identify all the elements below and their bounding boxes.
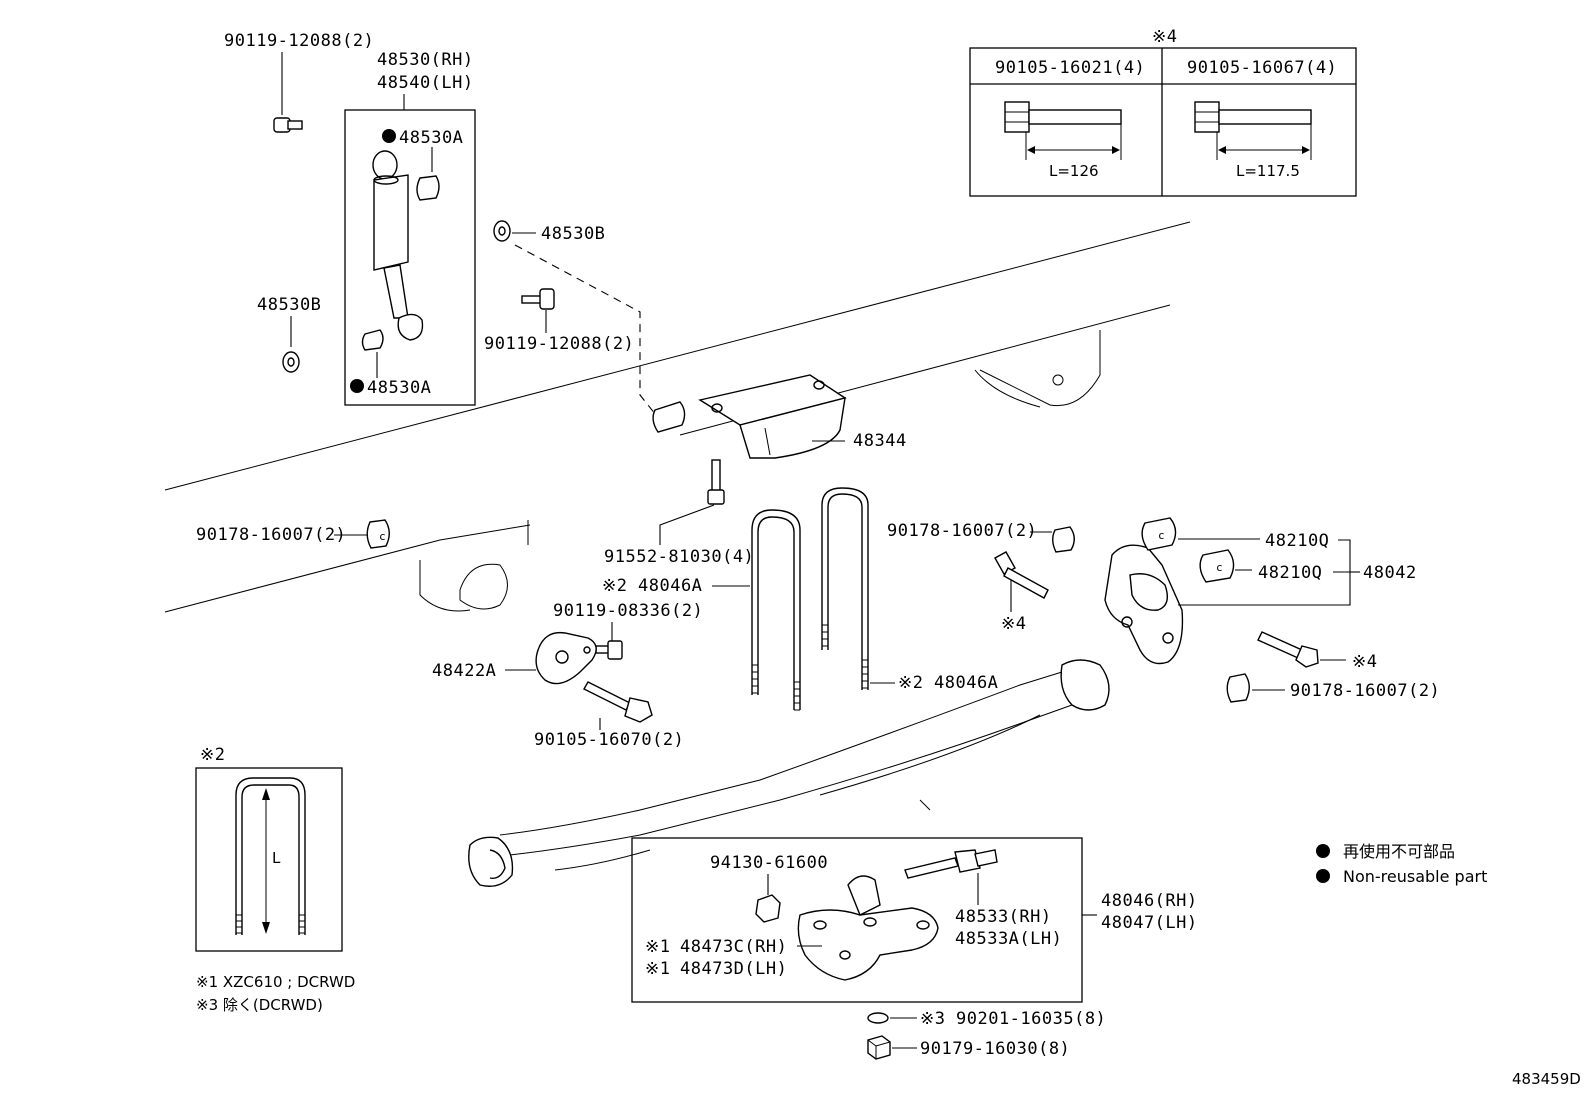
bolt-table-col2-part: 90105-16067(4) (1187, 58, 1337, 78)
bolt-mark-right: ※4 (1352, 652, 1377, 672)
bolt-mid-label: 90119-12088(2) (484, 334, 634, 354)
bolt-mark-mid: ※4 (1001, 614, 1026, 634)
bolt-icon (1257, 631, 1319, 668)
non-reusable-dot (382, 129, 396, 143)
u-bolt-icon (821, 487, 869, 690)
non-reusable-dot (350, 379, 364, 393)
ubolt-inset-box (195, 767, 343, 952)
nut-bottom-label: 90179-16030(8) (920, 1039, 1070, 1059)
u-bolt-dimension-icon (235, 777, 306, 935)
note-3: ※3 除く(DCRWD) (196, 996, 323, 1014)
bracket-48422a-label: 48422A (432, 661, 496, 681)
cushion-a-bottom-icon (361, 329, 384, 351)
washer-mark: ※3 (920, 1009, 945, 1029)
bracket-48422a-icon (535, 631, 597, 685)
shock-bolt-label: 90119-12088(2) (224, 31, 374, 51)
bolt-icon (583, 681, 653, 723)
bolt-table-col2-length: L=117.5 (1236, 162, 1300, 180)
washer-icon (867, 1012, 889, 1024)
legend-dot-icon (1316, 844, 1330, 858)
bolt-icon (521, 288, 555, 310)
cushion-a-top-label: 48530A (399, 128, 463, 148)
shock-top-bolt-icon (273, 117, 303, 133)
bolt-90119-08336-label: 90119-08336(2) (553, 601, 703, 621)
ubolt-lower-mark: ※2 (898, 673, 923, 693)
washer-icon (493, 220, 511, 242)
nut-icon (1226, 673, 1250, 703)
note-1: ※1 XZC610 ; DCRWD (196, 973, 355, 991)
nut-icon (755, 894, 781, 923)
pin-lh-label: 48533A(LH) (955, 929, 1062, 949)
nut-icon (1052, 526, 1075, 553)
bushing-icon: c (1199, 549, 1235, 583)
shock-absorber-group: 90119-12088(2) 48530(RH) 48540(LH) 48530… (224, 31, 476, 406)
cushion-b-left-label: 48530B (257, 295, 321, 315)
bushing-2-label: 48210Q (1258, 563, 1322, 583)
ubolt-inset-mark: ※2 (200, 745, 225, 765)
shock-absorber-icon (372, 150, 424, 341)
bolt-90105-16070-label: 90105-16070(2) (534, 730, 684, 750)
bumper-stopper-icon (698, 374, 847, 459)
bolt-table-col1-length: L=126 (1049, 162, 1099, 180)
bolt-icon (595, 640, 623, 660)
nut-94130-label: 94130-61600 (710, 853, 828, 873)
legend-jp: 再使用不可部品 (1343, 842, 1455, 861)
nut-icon: c (366, 519, 390, 549)
legend-dot-icon (1316, 869, 1330, 883)
cushion-a-bottom-label: 48530A (367, 378, 431, 398)
shackle-label: 48042 (1363, 563, 1417, 583)
bolt-table-col1-part: 90105-16021(4) (995, 58, 1145, 78)
pin-rh-label: 48533(RH) (955, 907, 1052, 927)
u-bolt-icon (751, 509, 801, 711)
bumper-stopper-label: 48344 (853, 431, 907, 451)
nut-mid-label: 90178-16007(2) (887, 521, 1037, 541)
ubolt-inset-dim-label: L (272, 849, 281, 867)
svg-text:c: c (379, 530, 386, 543)
flange-bolt-icon (1004, 101, 1122, 160)
shackle-icon (1104, 544, 1184, 665)
seat-d-label: 48473D(LH) (680, 959, 787, 979)
leaf-spring-icon (468, 659, 1110, 887)
spring-seat-icon (797, 875, 939, 981)
bolt-table-mark: ※4 (1152, 27, 1177, 47)
bolt-icon (707, 459, 725, 505)
center-pin-icon (904, 849, 998, 879)
seat-mark-2: ※1 (645, 959, 670, 979)
spring-rh-label: 48046(RH) (1101, 891, 1198, 911)
washer-label: 90201-16035(8) (956, 1009, 1106, 1029)
spring-seat-box (631, 837, 1083, 1003)
ubolt-upper-mark: ※2 (602, 576, 627, 596)
bushing-icon: c (1141, 517, 1177, 551)
ubolt-upper-label: 48046A (638, 576, 702, 596)
seat-c-label: 48473C(RH) (680, 937, 787, 957)
legend-en: Non-reusable part (1343, 867, 1487, 886)
cushion-b-right-label: 48530B (541, 224, 605, 244)
bushing-1-label: 48210Q (1265, 531, 1329, 551)
washer-icon (282, 351, 300, 373)
nut-left-label: 90178-16007(2) (196, 525, 346, 545)
svg-text:c: c (1158, 529, 1165, 542)
spacer-icon (652, 401, 686, 433)
nut-icon (867, 1035, 891, 1060)
cushion-a-top-icon (416, 175, 440, 201)
bolt-table (969, 47, 1357, 197)
flange-bolt-icon (1194, 101, 1312, 160)
svg-text:c: c (1216, 561, 1223, 574)
ubolt-lower-label: 48046A (934, 673, 998, 693)
seat-mark-1: ※1 (645, 937, 670, 957)
nut-right-label: 90178-16007(2) (1290, 681, 1440, 701)
shock-rh-label: 48530(RH) (377, 50, 474, 70)
spring-lh-label: 48047(LH) (1101, 913, 1198, 933)
bolt-icon (994, 551, 1049, 599)
shock-lh-label: 48540(LH) (377, 73, 474, 93)
shock-absorber-box (344, 109, 476, 406)
bolt-91552-label: 91552-81030(4) (604, 547, 754, 567)
diagram-id: 483459D (1512, 1070, 1581, 1088)
